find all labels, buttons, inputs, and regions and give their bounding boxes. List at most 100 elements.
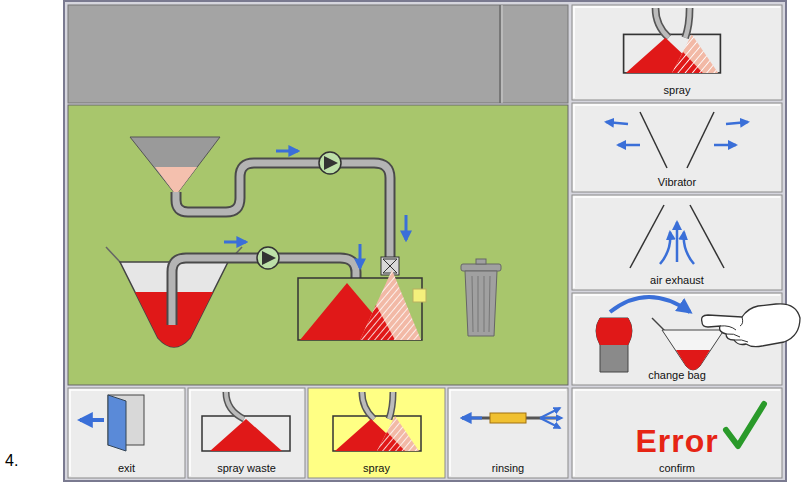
panel-graphic xyxy=(572,388,782,478)
panel-graphic xyxy=(383,259,397,273)
panel-graphic xyxy=(461,264,501,271)
panel-graphic xyxy=(70,7,780,476)
panel-graphic xyxy=(64,1,786,481)
panel-graphic xyxy=(333,392,421,451)
panel-graphic xyxy=(660,222,694,264)
panel-graphic xyxy=(450,390,566,476)
panel-graphic xyxy=(618,144,640,147)
panel-graphic xyxy=(190,390,303,476)
panel-graphic xyxy=(572,195,782,290)
panel-graphic xyxy=(690,205,724,268)
panel-graphic xyxy=(596,318,632,372)
button-label: spray waste xyxy=(217,462,276,475)
panel-graphic xyxy=(596,318,632,345)
exit-button: exit xyxy=(68,388,185,478)
panel-graphic xyxy=(478,276,479,332)
panel-graphic xyxy=(381,257,399,275)
panel-graphic xyxy=(726,404,764,446)
panel-graphic xyxy=(574,7,780,98)
panel-graphic xyxy=(640,112,667,168)
panel-graphic xyxy=(574,390,780,476)
panel-graphic xyxy=(726,334,740,337)
panel-graphic xyxy=(489,276,490,332)
button-label: spray xyxy=(664,84,691,97)
vibrator-button: Vibrator xyxy=(572,103,782,192)
panel-graphic xyxy=(490,413,526,423)
panel-graphic xyxy=(319,152,341,174)
button-label: exit xyxy=(118,462,135,475)
panel-graphic xyxy=(540,408,562,428)
button-icons xyxy=(80,8,800,451)
panel-graphic xyxy=(448,388,568,478)
panel-graphic xyxy=(359,244,362,268)
panel-graphic xyxy=(676,350,710,370)
spray-button: spray xyxy=(572,5,782,100)
panel-graphic xyxy=(726,122,748,124)
spray-button-active: spray xyxy=(308,388,445,478)
panel-graphic xyxy=(202,392,290,451)
error-confirm-button: Error confirm xyxy=(572,388,782,478)
panel-graphic xyxy=(660,232,670,264)
panel-graphic xyxy=(714,144,736,147)
button-label: spray xyxy=(363,462,390,475)
button-label: Vibrator xyxy=(658,176,696,189)
error-text: Error xyxy=(635,424,718,458)
exhaust-button: air exhaust xyxy=(572,195,782,290)
button-label: air exhaust xyxy=(650,274,704,287)
change-bag-button: change bag xyxy=(572,293,782,385)
panel-graphic xyxy=(720,326,736,330)
panel-graphic xyxy=(80,418,104,422)
panel-graphic xyxy=(720,317,748,342)
panel-graphic xyxy=(630,205,664,268)
panel-graphic xyxy=(472,276,473,332)
panel-graphic xyxy=(540,408,560,418)
panel-graphic xyxy=(68,388,185,478)
panel-graphic xyxy=(740,317,743,326)
panel-graphic xyxy=(572,103,782,192)
panel-graphic xyxy=(324,156,338,170)
panel-graphic xyxy=(472,276,490,332)
panel-graphic xyxy=(624,8,721,73)
panel-graphic xyxy=(574,105,780,190)
spray-waste-button: spray waste xyxy=(188,388,305,478)
panel-graphic xyxy=(413,289,426,302)
process-illustration xyxy=(106,137,501,347)
panel-graphic xyxy=(262,251,276,265)
panel-graphic xyxy=(360,305,395,340)
panel-graphic xyxy=(276,150,298,153)
panel-graphic xyxy=(610,297,690,312)
panel-graphic xyxy=(176,163,390,258)
panel-graphic xyxy=(70,390,183,476)
panel-graphic xyxy=(540,418,560,428)
panel-graphic xyxy=(676,222,679,262)
rinsing-button: rinsing xyxy=(448,388,568,478)
button-label: change bag xyxy=(648,369,706,382)
panel-graphic xyxy=(462,417,482,420)
panel-graphic xyxy=(68,5,568,103)
panel-graphic xyxy=(702,304,800,347)
panel-graphic xyxy=(155,167,197,195)
panel-graphic xyxy=(684,232,694,264)
panel-graphic xyxy=(476,259,486,264)
panel-graphic xyxy=(188,388,305,478)
panel-graphic xyxy=(224,241,246,244)
panel-graphic xyxy=(734,340,748,342)
button-label: confirm xyxy=(659,462,695,475)
button-faces xyxy=(68,5,782,478)
panel-graphic xyxy=(176,163,390,258)
panel-graphic xyxy=(405,215,408,240)
panel-graphic xyxy=(257,247,279,269)
panel-graphic xyxy=(68,105,568,385)
panel-graphic xyxy=(687,112,714,168)
panel-graphic xyxy=(502,5,503,103)
panel-graphic xyxy=(572,5,782,100)
panel-graphic xyxy=(360,270,421,340)
panel-graphic xyxy=(606,122,748,145)
panel-graphic xyxy=(606,122,628,124)
panel-graphic xyxy=(574,197,780,288)
step-number: 4. xyxy=(5,452,18,470)
panel-graphic xyxy=(308,388,445,478)
panel-graphic xyxy=(484,276,485,332)
